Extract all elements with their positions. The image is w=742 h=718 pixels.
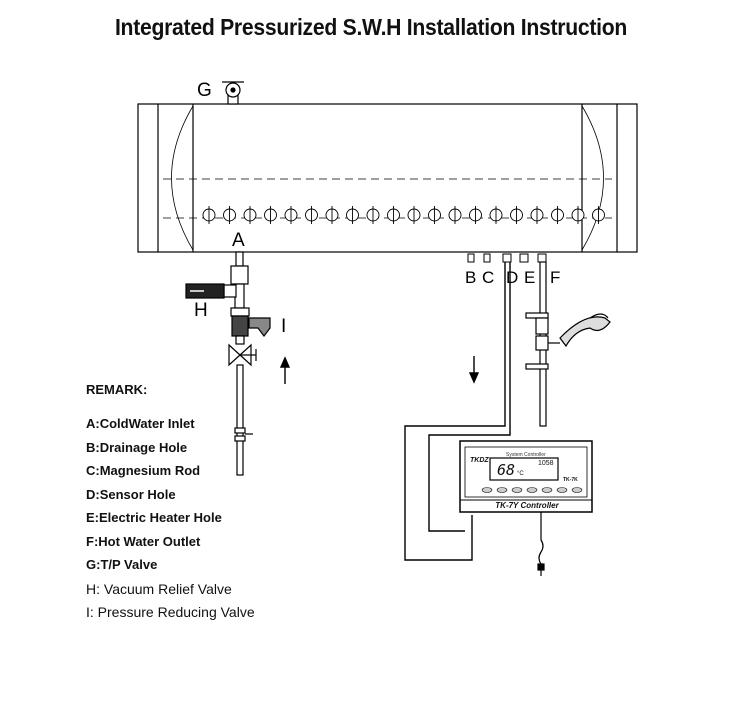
remark-item-i: I: Pressure Reducing Valve (86, 604, 255, 620)
controller-button (526, 487, 538, 493)
flow-up-arrow (279, 356, 291, 384)
remark-list: A:ColdWater Inlet B:Drainage Hole C:Magn… (86, 415, 255, 627)
remark-heading: REMARK: (86, 382, 148, 397)
flow-down-arrow (468, 356, 480, 384)
controller-temperature: 68 (497, 461, 516, 479)
label-a: A (232, 230, 245, 251)
page-title: Integrated Pressurized S.W.H Installatio… (114, 14, 628, 40)
controller-button (481, 487, 493, 493)
controller-button (556, 487, 568, 493)
sensor-cables (404, 262, 511, 561)
bottom-ports (467, 253, 547, 263)
label-i: I (281, 316, 287, 337)
hot-water-outlet (525, 261, 611, 427)
controller-unit: °C (517, 471, 524, 477)
remark-item-h: H: Vacuum Relief Valve (86, 580, 232, 597)
remark-item-g: G:T/P Valve (86, 557, 158, 572)
label-h: H (194, 300, 208, 321)
controller-brand: TKDZ (470, 457, 489, 464)
label-f: F (550, 268, 561, 287)
inlet-pipe-assembly (185, 251, 271, 476)
remark-item-b: B:Drainage Hole (86, 439, 188, 455)
water-tank (137, 103, 638, 253)
remark-item-c: C:Magnesium Rod (86, 463, 201, 478)
power-cord (537, 512, 545, 576)
controller-button (541, 487, 553, 493)
label-c: C (482, 268, 495, 287)
tp-valve (222, 81, 244, 105)
controller-time: 1058 (538, 460, 554, 467)
controller-device (459, 440, 593, 513)
remark-item-f: F:Hot Water Outlet (86, 533, 201, 549)
tube-ports (202, 206, 605, 224)
label-b: B (465, 268, 477, 287)
controller-button (496, 487, 508, 493)
remark-item-e: E:Electric Heater Hole (86, 510, 222, 525)
controller-model-small: TK-7K (563, 477, 578, 483)
label-g: G (197, 80, 212, 101)
label-d: D (506, 268, 519, 287)
controller-button (511, 487, 523, 493)
controller-button (571, 487, 583, 493)
label-e: E (524, 268, 536, 287)
remark-item-d: D:Sensor Hole (86, 486, 176, 502)
remark-item-a: A:ColdWater Inlet (86, 416, 195, 431)
controller-system-label: System Controller (506, 452, 546, 458)
controller-name: TK-7Y Controller (495, 501, 559, 510)
